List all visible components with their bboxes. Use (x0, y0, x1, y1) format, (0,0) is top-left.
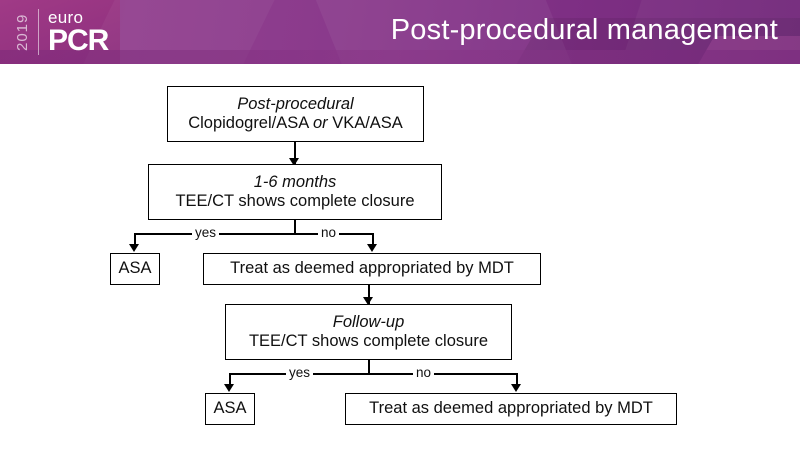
branch2-stem (368, 360, 370, 374)
flow-box-follow-up-line1: Follow-up (332, 312, 405, 331)
flow-box-post-procedural: Post-procedural Clopidogrel/ASA or VKA/A… (167, 86, 424, 142)
logo-euro-text: euro (48, 8, 84, 28)
branch1-yes-label: yes (192, 225, 220, 240)
flow-box-asa-second-label: ASA (213, 399, 247, 418)
arrow-head-branch2-no (511, 384, 521, 392)
header-facet-bottom-band (0, 50, 800, 64)
europcr-logo: 2019 euro PCR (14, 7, 109, 58)
arrow-head-branch1-yes (129, 244, 139, 252)
branch1-stem (294, 220, 296, 234)
flow-box-one-to-six-months-line2: TEE/CT shows complete closure (175, 192, 415, 210)
arrow-head-2 (363, 297, 373, 305)
branch2-yes-label: yes (286, 365, 314, 380)
branch2-horizontal (230, 373, 518, 375)
logo-wordmark: euro PCR (48, 7, 109, 58)
flow-box-treat-mdt-first-label: Treat as deemed appropriated by MDT (230, 259, 514, 278)
flow-box-treat-mdt-second-label: Treat as deemed appropriated by MDT (369, 399, 653, 418)
connector-line-2 (368, 285, 370, 304)
branch2-right-drop (516, 373, 518, 387)
arrow-head-1 (289, 158, 299, 166)
branch1-no-label: no (318, 225, 340, 240)
branch1-right-drop (372, 233, 374, 247)
flowchart: Post-procedural Clopidogrel/ASA or VKA/A… (0, 64, 800, 450)
flow-box-follow-up-line2: TEE/CT shows complete closure (248, 332, 489, 350)
flow-box-treat-mdt-first: Treat as deemed appropriated by MDT (203, 253, 541, 285)
arrow-head-branch2-yes (224, 384, 234, 392)
flow-box-one-to-six-months-line1: 1-6 months (253, 172, 337, 191)
flow-box-asa-first: ASA (110, 253, 160, 285)
flow-box-post-procedural-line2: Clopidogrel/ASA or VKA/ASA (188, 114, 403, 132)
flow-box-post-procedural-line1: Post-procedural (237, 94, 354, 113)
slide-header: 2019 euro PCR Post-procedural management (0, 0, 800, 64)
logo-divider (38, 9, 39, 55)
arrow-head-branch1-no (367, 244, 377, 252)
flow-box-asa-first-label: ASA (118, 259, 152, 278)
connector-line-1 (294, 142, 296, 164)
page-title: Post-procedural management (390, 14, 778, 46)
flow-box-follow-up: Follow-up TEE/CT shows complete closure (225, 304, 512, 360)
logo-year: 2019 (14, 13, 31, 51)
branch1-left-drop (134, 233, 136, 247)
logo-pcr-text: PCR (48, 24, 109, 58)
branch1-horizontal (135, 233, 374, 235)
flow-box-one-to-six-months: 1-6 months TEE/CT shows complete closure (148, 164, 442, 220)
branch2-left-drop (229, 373, 231, 387)
flow-box-asa-second: ASA (205, 393, 255, 425)
branch2-no-label: no (413, 365, 435, 380)
inline-or: or (312, 114, 328, 132)
flow-box-treat-mdt-second: Treat as deemed appropriated by MDT (345, 393, 677, 425)
